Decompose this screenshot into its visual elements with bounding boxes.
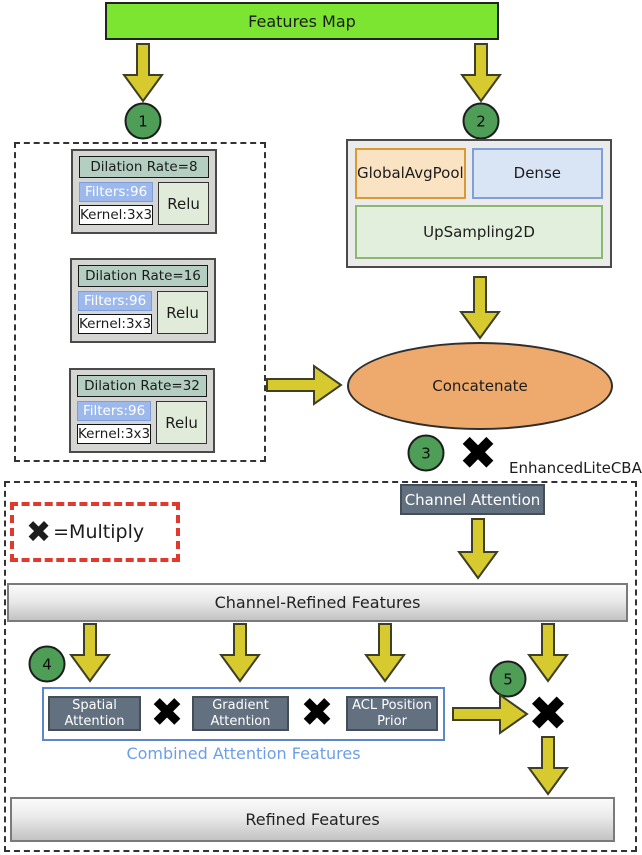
upsampling2d-box: UpSampling2D bbox=[355, 204, 603, 259]
filters-label: Filters:96 bbox=[78, 291, 153, 311]
gradient-attention-box: Gradient Attention bbox=[192, 696, 289, 731]
multiply-legend-text: =Multiply bbox=[53, 521, 145, 543]
arrow-down-to-refined-features-icon bbox=[527, 736, 569, 796]
conv-block-dilation-16: Dilation Rate=16 Filters:96 Kernel:3x3 R… bbox=[70, 258, 216, 343]
arrow-right-to-concatenate-icon bbox=[266, 364, 343, 406]
multiply-icon: ✖ bbox=[527, 686, 569, 742]
step-circle-1: 1 bbox=[124, 102, 162, 140]
dilation-rate-label: Dilation Rate=32 bbox=[77, 375, 207, 397]
step-circle-4: 4 bbox=[28, 645, 66, 683]
multiply-icon: ✖ bbox=[300, 690, 334, 736]
dilation-rate-label: Dilation Rate=16 bbox=[78, 265, 208, 287]
refined-features-bar: Refined Features bbox=[10, 797, 615, 842]
arrow-right-to-final-multiply-icon bbox=[452, 693, 529, 735]
concatenate-node: Concatenate bbox=[347, 342, 613, 430]
filters-label: Filters:96 bbox=[77, 401, 152, 421]
multiply-legend: ✖ =Multiply bbox=[10, 502, 180, 562]
arrow-down-to-spatial-icon bbox=[69, 623, 111, 683]
arrow-down-to-acl-icon bbox=[364, 623, 406, 683]
arrow-down-to-channel-refined-icon bbox=[457, 518, 499, 580]
arrow-down-to-step1-icon bbox=[122, 43, 164, 103]
global-avg-pool-box: GlobalAvgPool bbox=[355, 148, 466, 199]
multiply-icon: ✖ bbox=[150, 690, 184, 736]
step-circle-5: 5 bbox=[489, 660, 527, 698]
filters-label: Filters:96 bbox=[79, 182, 154, 202]
arrow-down-to-final-multiply-icon bbox=[527, 623, 569, 683]
spatial-attention-box: Spatial Attention bbox=[48, 696, 141, 731]
dilated-conv-group bbox=[14, 142, 266, 462]
multiply-icon: ✖ bbox=[458, 426, 498, 480]
step-circle-3: 3 bbox=[407, 434, 445, 472]
cbam-module-group bbox=[4, 481, 637, 852]
channel-refined-features-bar: Channel-Refined Features bbox=[7, 583, 628, 622]
acl-position-prior-box: ACL Position Prior bbox=[346, 696, 438, 731]
arrow-down-to-gradient-icon bbox=[219, 623, 261, 683]
channel-attention-box: Channel Attention bbox=[400, 484, 545, 515]
relu-label: Relu bbox=[158, 182, 209, 225]
pooling-branch-block: GlobalAvgPool Dense UpSampling2D bbox=[346, 139, 612, 268]
step-circle-2: 2 bbox=[462, 102, 500, 140]
features-map-block: Features Map bbox=[105, 2, 499, 40]
multiply-icon: ✖ bbox=[26, 514, 52, 550]
dilation-rate-label: Dilation Rate=8 bbox=[79, 156, 209, 178]
kernel-label: Kernel:3x3 bbox=[79, 205, 154, 225]
arrow-down-to-concatenate-icon bbox=[459, 276, 501, 340]
dense-box: Dense bbox=[471, 148, 603, 199]
enhanced-lite-cbam-label: EnhancedLiteCBAM bbox=[509, 459, 642, 477]
arrow-down-to-step2-icon bbox=[460, 43, 502, 103]
conv-block-dilation-8: Dilation Rate=8 Filters:96 Kernel:3x3 Re… bbox=[71, 149, 217, 234]
combined-attention-caption: Combined Attention Features bbox=[126, 744, 361, 763]
conv-block-dilation-32: Dilation Rate=32 Filters:96 Kernel:3x3 R… bbox=[69, 368, 215, 453]
kernel-label: Kernel:3x3 bbox=[78, 314, 153, 334]
relu-label: Relu bbox=[157, 291, 208, 334]
kernel-label: Kernel:3x3 bbox=[77, 424, 152, 444]
relu-label: Relu bbox=[156, 401, 207, 444]
